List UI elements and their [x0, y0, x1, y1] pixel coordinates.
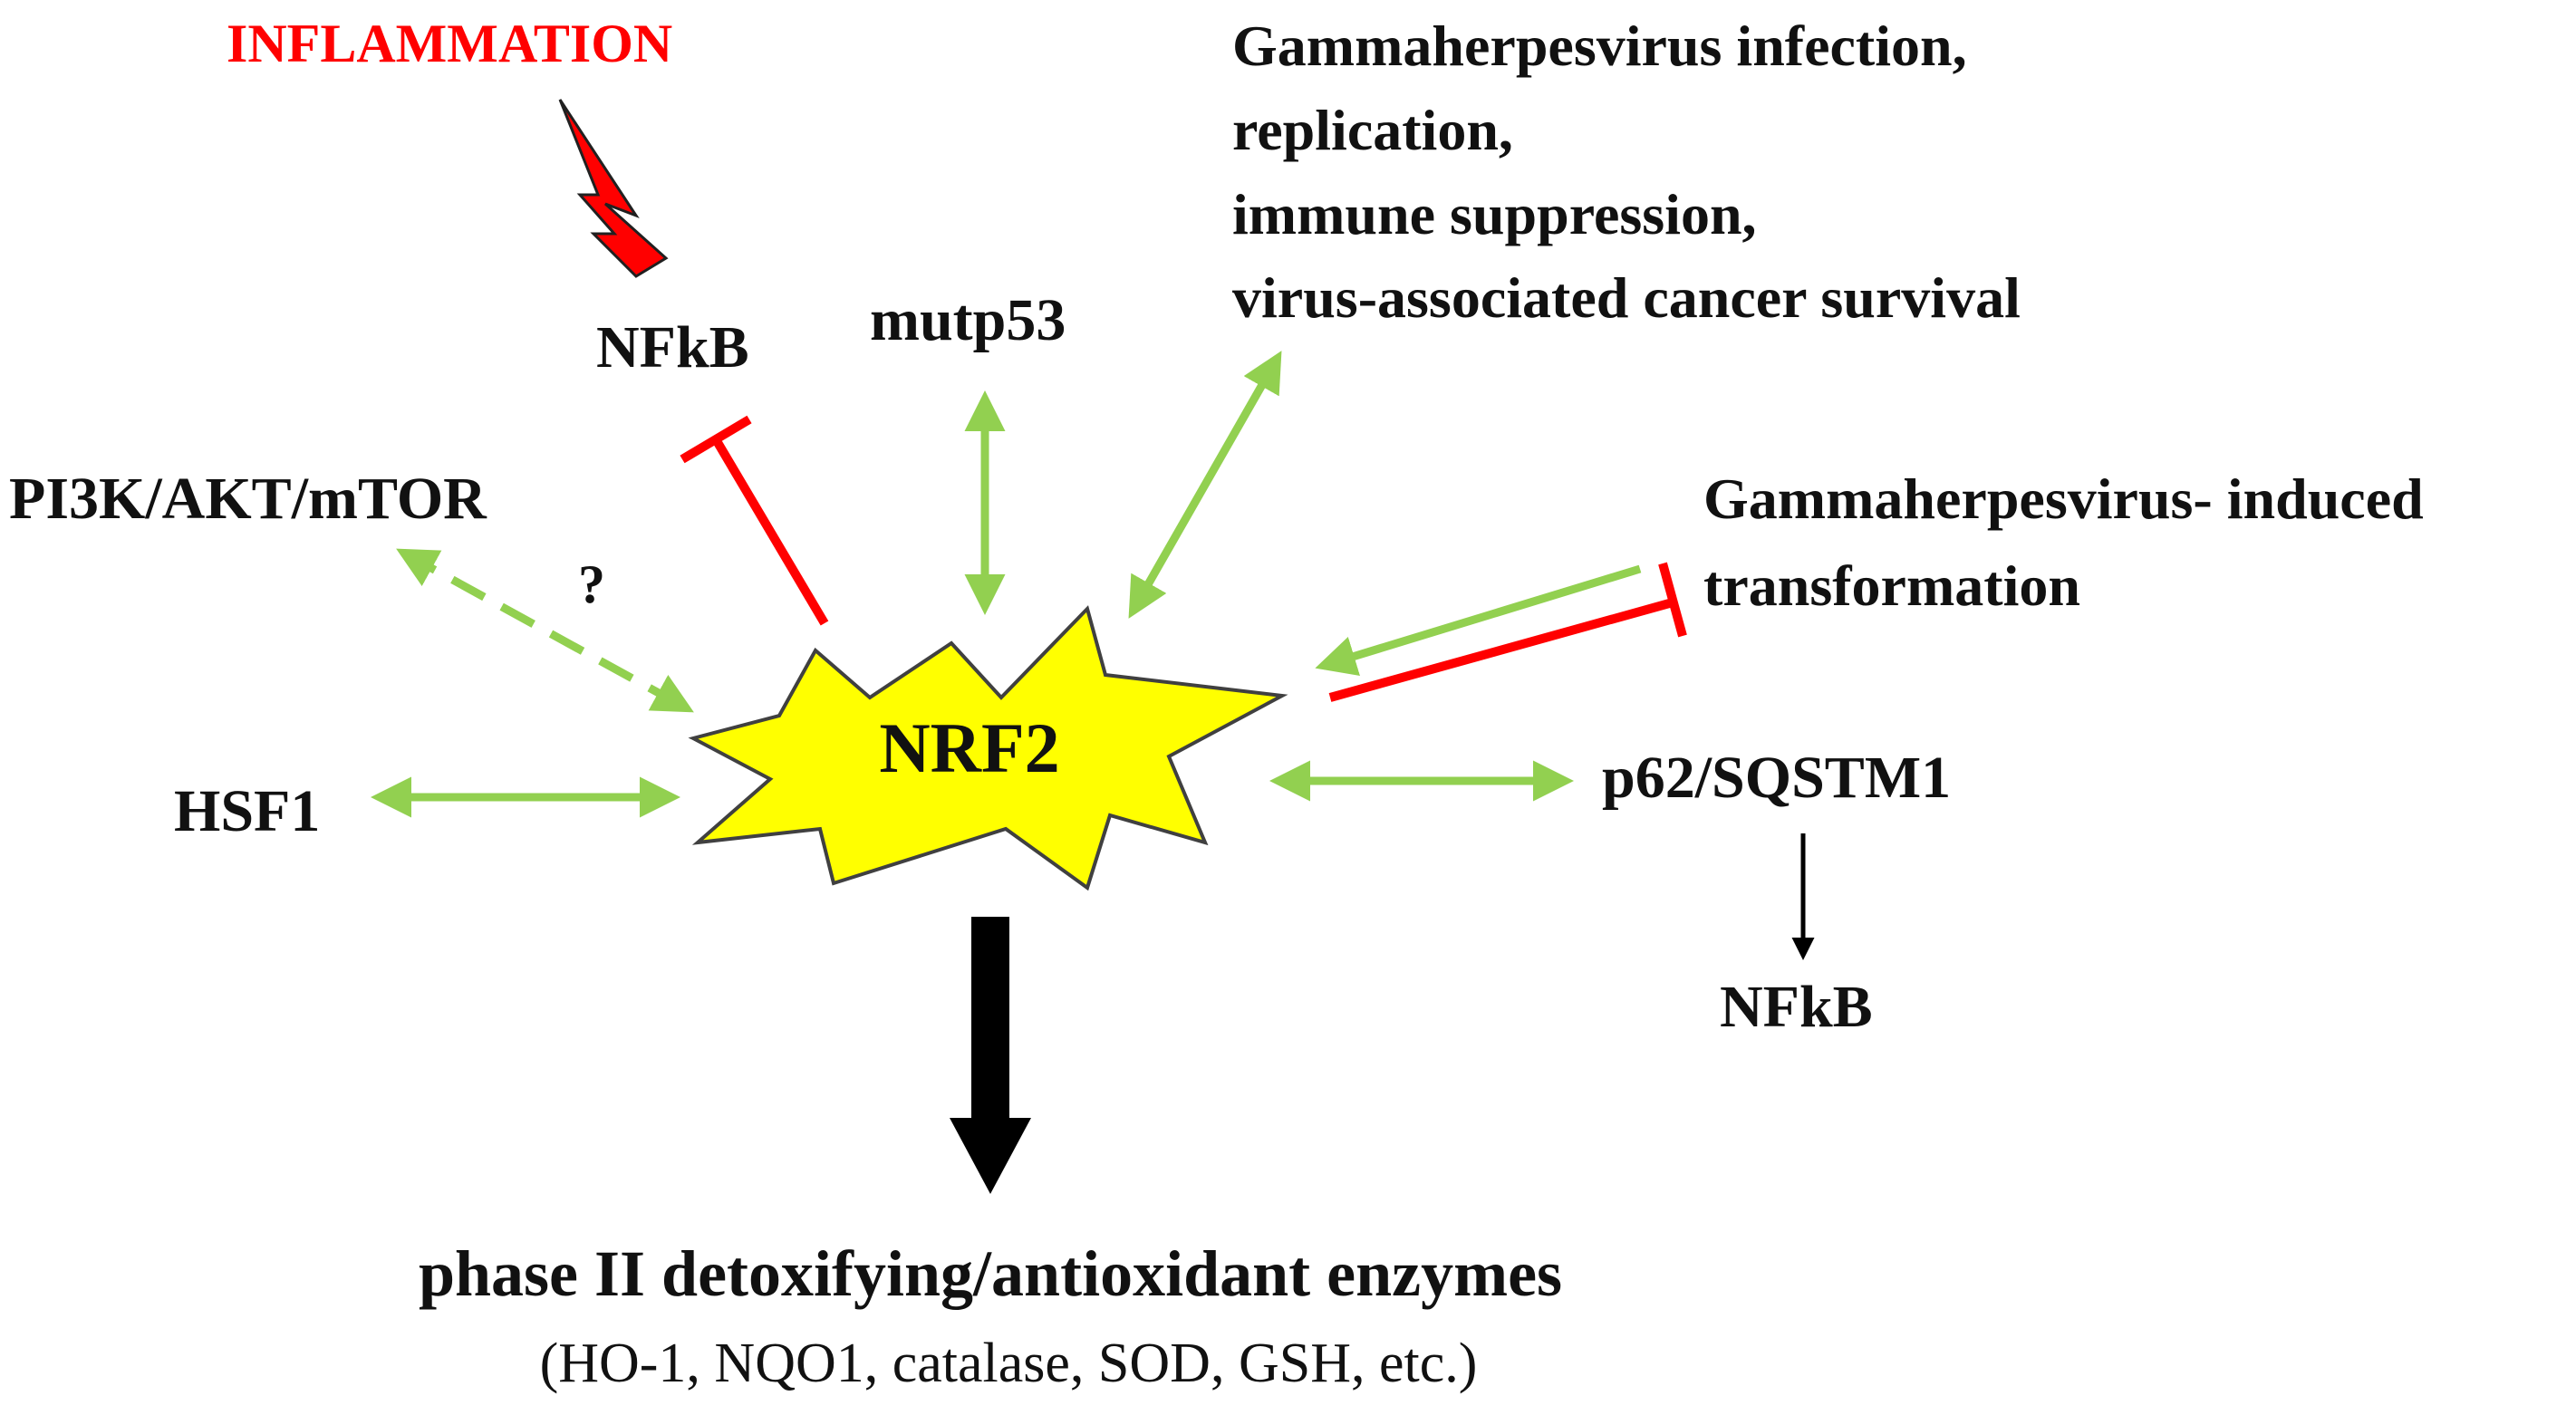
gammaherpes-transformation-line-1: Gammaherpesvirus- induced — [1703, 467, 2424, 531]
nrf2-inhibits-nfkb-edge — [680, 415, 829, 626]
phase-ii-enzymes-title: phase II detoxifying/antioxidant enzymes — [419, 1237, 1562, 1310]
pi3k-nrf2-dashed-edge — [396, 548, 694, 713]
nrf2-burst-shape — [688, 605, 1288, 891]
inflammation-label: INFLAMMATION — [227, 14, 672, 73]
gammaherpes-infection-label: Gammaherpesvirus infection, replication,… — [1232, 14, 2021, 330]
nrf2-label: NRF2 — [879, 708, 1059, 787]
gammaherpes-transformation-label: Gammaherpesvirus- induced transformation — [1703, 467, 2438, 618]
nrf2-inhibits-transformation-edge — [1328, 562, 1687, 702]
hsf1-label: HSF1 — [174, 778, 320, 844]
phase-ii-enzymes-list: (HO-1, NQO1, catalase, SOD, GSH, etc.) — [540, 1333, 1478, 1394]
mutp53-label: mutp53 — [870, 287, 1066, 353]
gammaherpes-transformation-line-2: transformation — [1703, 553, 2080, 618]
nrf2-output-arrow — [950, 917, 1031, 1194]
uncertain-link-question-mark: ? — [578, 554, 605, 614]
lightning-bolt-icon — [558, 99, 669, 278]
nfkb-top-label: NFkB — [596, 314, 749, 380]
nfkb-bottom-label: NFkB — [1720, 974, 1873, 1040]
nrf2-gammaherpes-infection-edge — [1128, 351, 1282, 619]
gammaherpes-infection-line-1: Gammaherpesvirus infection, — [1232, 14, 1967, 78]
pi3k-akt-mtor-label: PI3K/AKT/mTOR — [9, 466, 487, 532]
gammaherpes-infection-line-3: immune suppression, — [1232, 182, 1757, 246]
gammaherpes-infection-line-4: virus-associated cancer survival — [1232, 265, 2021, 330]
transformation-activates-nrf2-edge — [1315, 564, 1642, 676]
gammaherpes-infection-line-2: replication, — [1232, 98, 1513, 162]
p62-sqstm1-label: p62/SQSTM1 — [1602, 745, 1951, 811]
